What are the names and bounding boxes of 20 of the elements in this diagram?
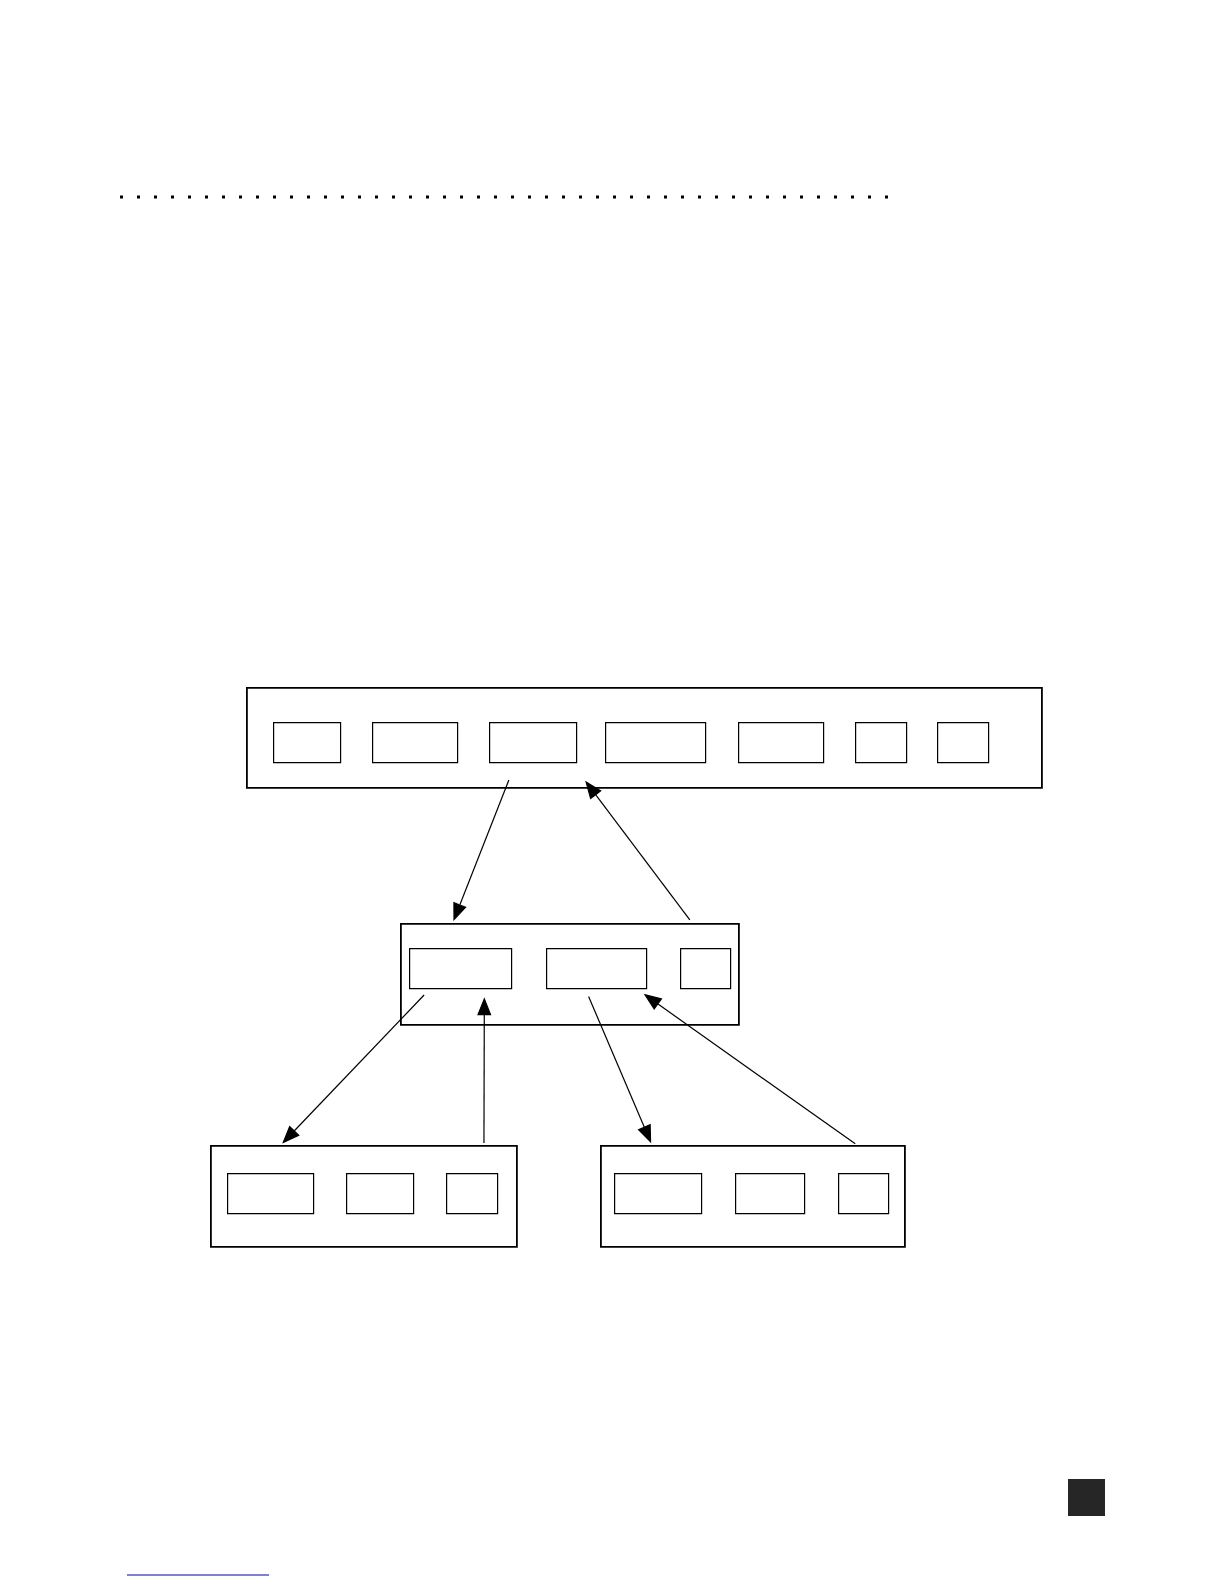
inner-box — [680, 948, 732, 990]
inner-box — [346, 1173, 415, 1215]
inner-box — [855, 722, 908, 764]
inner-box — [227, 1173, 315, 1215]
inner-box — [614, 1173, 703, 1215]
inner-box — [546, 948, 648, 990]
inner-box — [605, 722, 707, 764]
inner-box — [937, 722, 990, 764]
inner-box — [489, 722, 578, 764]
outer-box — [400, 923, 740, 1026]
outer-box — [600, 1145, 906, 1248]
inner-box — [738, 722, 825, 764]
inner-box — [446, 1173, 499, 1215]
inner-box — [838, 1173, 890, 1215]
inner-box — [409, 948, 513, 990]
outer-box — [210, 1145, 518, 1248]
inner-box — [273, 722, 342, 764]
inner-box — [735, 1173, 806, 1215]
inner-box — [372, 722, 459, 764]
outer-box — [246, 687, 1043, 789]
